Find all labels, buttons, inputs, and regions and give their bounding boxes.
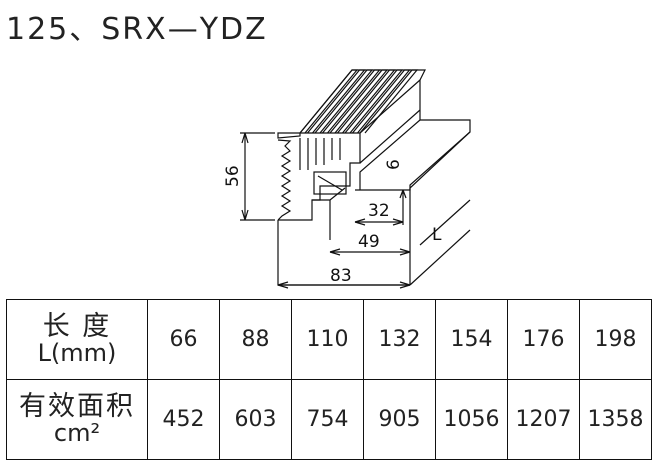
dim-slot-width-label: 32 xyxy=(368,201,390,221)
dim-height-label: 56 xyxy=(223,165,243,187)
dim-line-length xyxy=(419,199,471,246)
dim-width-label: 83 xyxy=(330,266,352,286)
spec-table: 长 度 L(mm) 66 88 110 132 154 176 198 有效面积… xyxy=(6,299,652,460)
row-header-length-line1: 长 度 xyxy=(42,310,112,342)
length-cell: 176 xyxy=(507,299,580,380)
row-header-area-line2: cm² xyxy=(53,419,101,448)
area-cell: 1056 xyxy=(435,379,508,460)
length-cell: 110 xyxy=(291,299,364,380)
row-header-area-line1: 有效面积 xyxy=(19,390,135,422)
dim-line-height xyxy=(240,132,275,221)
page-title: 125、SRX—YDZ xyxy=(6,12,268,47)
row-header-length-line2: L(mm) xyxy=(37,339,117,368)
fin-group xyxy=(299,69,426,134)
heatsink-drawing: 56 83 49 32 6 L xyxy=(223,69,471,289)
dim-length-label: L xyxy=(432,225,442,245)
length-cell: 132 xyxy=(363,299,436,380)
profile-outline xyxy=(277,132,301,139)
area-cell: 1207 xyxy=(507,379,580,460)
area-cell: 754 xyxy=(291,379,364,460)
table-row-area: 有效面积 cm² 452 603 754 905 1056 1207 1358 xyxy=(6,379,652,460)
dim-inner-width-label: 49 xyxy=(358,232,380,252)
table-row-length: 长 度 L(mm) 66 88 110 132 154 176 198 xyxy=(6,299,652,380)
area-cell: 1358 xyxy=(579,379,652,460)
area-cell: 603 xyxy=(219,379,292,460)
row-header-length: 长 度 L(mm) xyxy=(6,299,148,380)
length-cell: 66 xyxy=(147,299,220,380)
dim-slot-height-label: 6 xyxy=(384,159,404,170)
length-cell: 88 xyxy=(219,299,292,380)
area-cell: 452 xyxy=(147,379,220,460)
area-cell: 905 xyxy=(363,379,436,460)
length-cell: 198 xyxy=(579,299,652,380)
length-cell: 154 xyxy=(435,299,508,380)
fin-top-edge xyxy=(299,69,426,134)
row-header-area: 有效面积 cm² xyxy=(6,379,148,460)
